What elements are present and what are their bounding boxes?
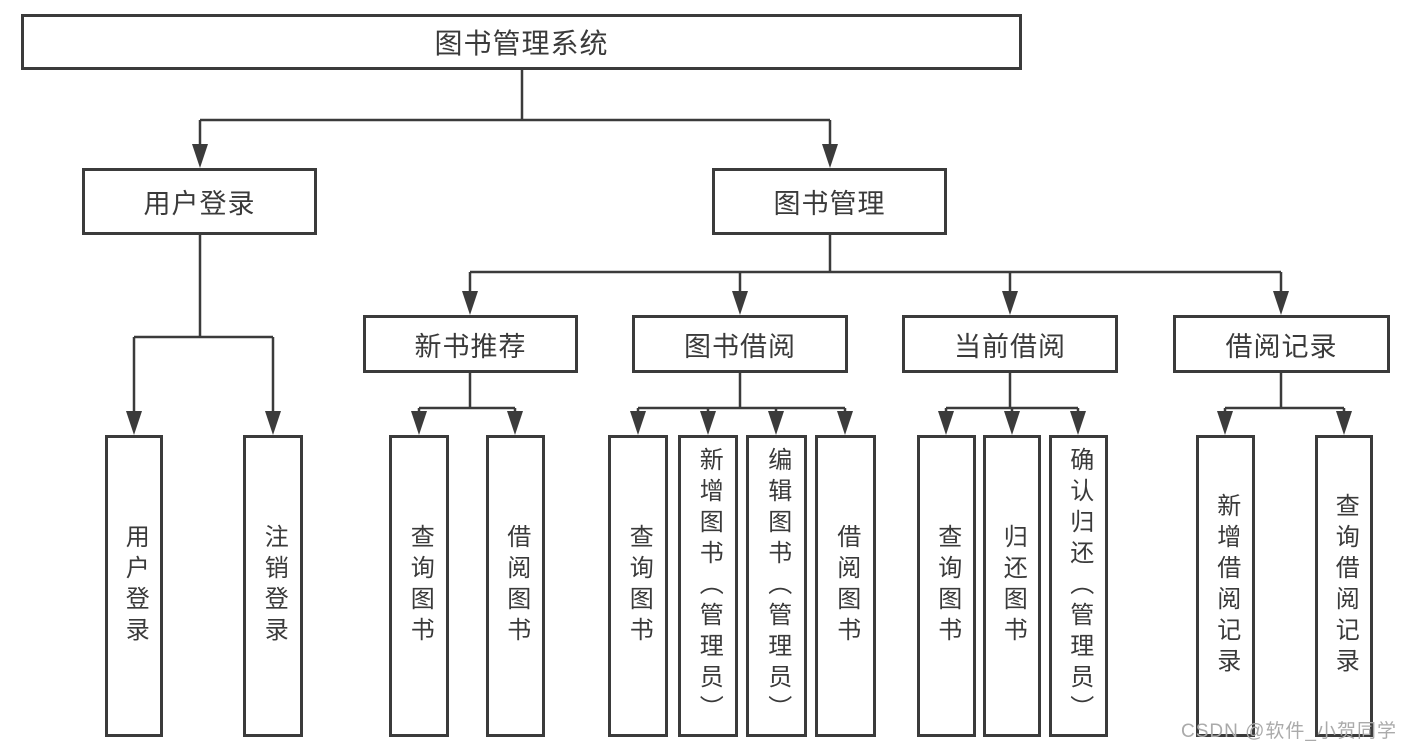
arrowhead-icon: [1336, 411, 1352, 435]
connector-line: [132, 235, 275, 417]
arrowhead-icon: [1273, 291, 1289, 315]
arrowhead-icon: [1217, 411, 1233, 435]
node-root-library-system: 图书管理系统: [21, 14, 1022, 70]
arrowhead-icon: [192, 144, 208, 168]
leaf-query-books-3: 查询图书: [917, 435, 976, 737]
connector-root-to-level2: [192, 70, 838, 168]
leaf-logout: 注销登录: [243, 435, 303, 737]
leaf-confirm-return-admin: 确认归还（管理员）: [1049, 435, 1108, 737]
node-user-login: 用户登录: [82, 168, 317, 235]
connector-user-login-to-leaves: [126, 235, 281, 435]
arrowhead-icon: [768, 411, 784, 435]
connector-borrow-records-to-leaves: [1217, 373, 1352, 435]
connector-line: [198, 70, 832, 150]
arrowhead-icon: [411, 411, 427, 435]
leaf-query-books-1: 查询图书: [389, 435, 449, 737]
connector-line: [944, 373, 1080, 417]
arrowhead-icon: [126, 411, 142, 435]
arrowhead-icon: [1002, 291, 1018, 315]
connector-line: [468, 235, 1283, 297]
connector-book-borrow-to-leaves: [630, 373, 853, 435]
connector-line: [636, 373, 847, 417]
arrowhead-icon: [732, 291, 748, 315]
arrowhead-icon: [630, 411, 646, 435]
arrowhead-icon: [462, 291, 478, 315]
arrowhead-icon: [507, 411, 523, 435]
leaf-edit-books-admin: 编辑图书（管理员）: [746, 435, 807, 737]
arrowhead-icon: [822, 144, 838, 168]
node-current-borrowing: 当前借阅: [902, 315, 1118, 373]
leaf-borrow-books-1: 借阅图书: [486, 435, 545, 737]
csdn-watermark: CSDN @软件_小贺同学: [1181, 721, 1397, 742]
node-borrowing-records: 借阅记录: [1173, 315, 1390, 373]
connector-current-borrow-to-leaves: [938, 373, 1086, 435]
leaf-query-borrow-record: 查询借阅记录: [1315, 435, 1373, 737]
arrowhead-icon: [1004, 411, 1020, 435]
arrowhead-icon: [938, 411, 954, 435]
connector-line: [417, 373, 517, 417]
leaf-return-books: 归还图书: [983, 435, 1041, 737]
connector-new-book-rec-to-leaves: [411, 373, 523, 435]
connector-book-management-to-level3: [462, 235, 1289, 315]
arrowhead-icon: [1070, 411, 1086, 435]
leaf-query-books-2: 查询图书: [608, 435, 668, 737]
leaf-user-login: 用户登录: [105, 435, 163, 737]
leaf-add-borrow-record: 新增借阅记录: [1196, 435, 1255, 737]
connector-line: [1223, 373, 1346, 417]
node-book-management: 图书管理: [712, 168, 947, 235]
leaf-add-books-admin: 新增图书（管理员）: [678, 435, 738, 737]
arrowhead-icon: [265, 411, 281, 435]
arrowhead-icon: [700, 411, 716, 435]
node-new-book-recommend: 新书推荐: [363, 315, 578, 373]
node-book-borrowing: 图书借阅: [632, 315, 848, 373]
arrowhead-icon: [837, 411, 853, 435]
leaf-borrow-books-2: 借阅图书: [815, 435, 876, 737]
